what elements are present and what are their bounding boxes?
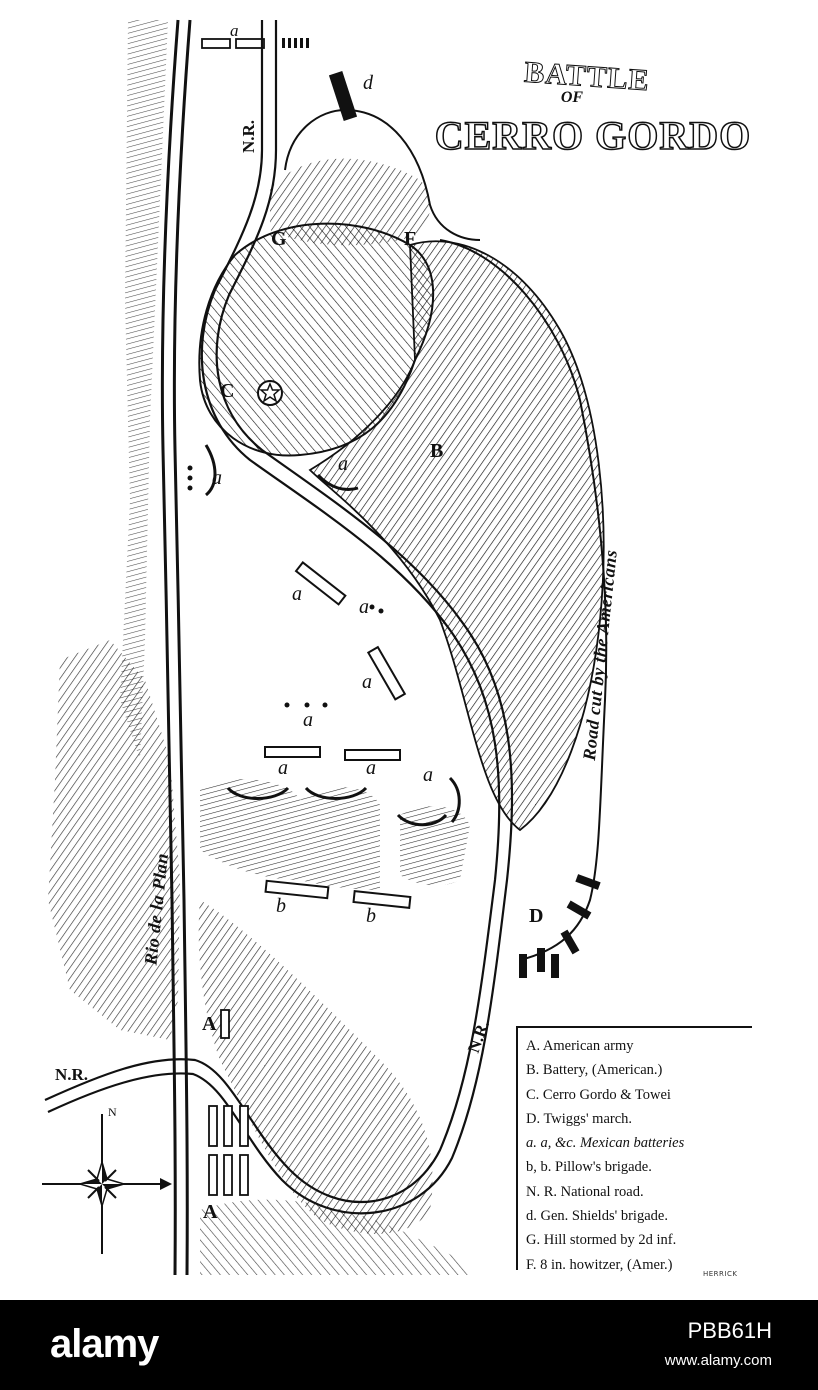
label-a-mid2: a <box>359 596 369 618</box>
southern-foothills <box>200 1199 470 1275</box>
watermark-footer: alamy PBB61H www.alamy.com <box>0 1300 818 1390</box>
top-unit-1 <box>201 38 231 49</box>
compass-letter-n: N <box>108 1105 117 1119</box>
label-a-mid1: a <box>292 583 302 605</box>
twiggs-march-units <box>519 874 601 978</box>
mexican-ridge-west <box>200 779 300 880</box>
mexican-battery-3 <box>264 746 321 758</box>
label-g: G <box>271 228 287 250</box>
battery-arc-center <box>316 473 359 491</box>
shields-brigade-marker <box>328 71 358 121</box>
title-of: OF <box>560 89 584 106</box>
tower-star-icon <box>257 380 283 406</box>
river-rio-de-la-plan <box>160 19 180 1276</box>
hill-g-terrain <box>270 158 431 246</box>
road-cut-by-americans <box>439 239 608 961</box>
pillow-brigade-1 <box>264 879 330 900</box>
image-id: PBB61H <box>687 1318 772 1343</box>
west-hill-terrain <box>48 640 180 1040</box>
label-a-lower: A <box>203 1201 218 1223</box>
left-bank-terrain <box>120 20 168 760</box>
label-b-2: b <box>366 905 376 927</box>
legend-item: B. Battery, (American.) <box>526 1062 663 1079</box>
label-a-west: a <box>212 467 222 489</box>
label-a-mid3: a <box>362 671 372 693</box>
pillow-brigade-2 <box>352 890 412 909</box>
battery-arc-west <box>204 444 217 497</box>
emplacement-2 <box>304 786 368 800</box>
label-a-low1: a <box>278 757 288 779</box>
label-d-twiggs: D <box>529 905 544 927</box>
emplacement-3 <box>396 813 448 827</box>
mexican-ridge-east <box>400 806 470 886</box>
legend-item: A. American army <box>526 1038 634 1054</box>
battery-guns-center <box>284 604 384 708</box>
american-army-blocks <box>208 1009 249 1196</box>
label-a-low2: a <box>366 757 376 779</box>
top-unit-2 <box>235 38 265 49</box>
brand-logo: alamy <box>50 1322 159 1366</box>
mexican-battery-1 <box>294 561 347 606</box>
title-cerro-gordo: CERRO GORDO <box>434 113 752 158</box>
label-c: C <box>220 380 235 402</box>
legend-item: F. 8 in. howitzer, (Amer.) <box>526 1256 673 1273</box>
label-nr-top: N.R. <box>239 119 259 154</box>
legend-item: a. a, &c. Mexican batteries <box>526 1135 685 1152</box>
road-to-d <box>284 108 481 241</box>
legend-item: C. Cerro Gordo & Towei <box>526 1086 671 1103</box>
label-f: F <box>404 228 417 250</box>
compass-rose-icon <box>42 1114 172 1254</box>
label-b-1: b <box>276 895 286 917</box>
southern-hill-terrain <box>198 900 433 1234</box>
battery-guns-west <box>187 465 193 491</box>
ridge-b-terrain <box>308 240 605 832</box>
label-nr-left: N.R. <box>55 1065 89 1084</box>
label-a-upper: A <box>202 1013 217 1035</box>
legend-item: G. Hill stormed by 2d inf. <box>526 1232 677 1249</box>
map-engraving: BATTLE OF CERRO GORDO N.R. N.R. N.R. Rio… <box>42 19 752 1278</box>
label-a-center: a <box>338 453 348 475</box>
top-battery-mark <box>282 38 309 48</box>
map-legend: A. American army B. Battery, (American.)… <box>516 1026 752 1273</box>
battery-arc-right <box>448 776 461 823</box>
label-a-top: a <box>230 21 239 40</box>
legend-item: d. Gen. Shields' brigade. <box>526 1208 668 1225</box>
emplacement-1 <box>226 786 290 800</box>
legend-item: D. Twiggs' march. <box>526 1110 633 1127</box>
engraver-signature: HERRICK <box>703 1270 738 1278</box>
label-d-shields: d <box>363 72 373 94</box>
label-a-mid4: a <box>303 709 313 731</box>
mexican-ridge-center <box>300 787 380 890</box>
label-b: B <box>430 440 444 462</box>
label-a-low3: a <box>423 764 433 786</box>
mexican-battery-4 <box>344 749 401 761</box>
legend-item: b, b. Pillow's brigade. <box>526 1159 652 1176</box>
map-drawing <box>42 19 608 1276</box>
legend-item: N. R. National road. <box>526 1183 644 1200</box>
site-url: www.alamy.com <box>664 1352 772 1369</box>
mexican-battery-2 <box>366 645 407 701</box>
